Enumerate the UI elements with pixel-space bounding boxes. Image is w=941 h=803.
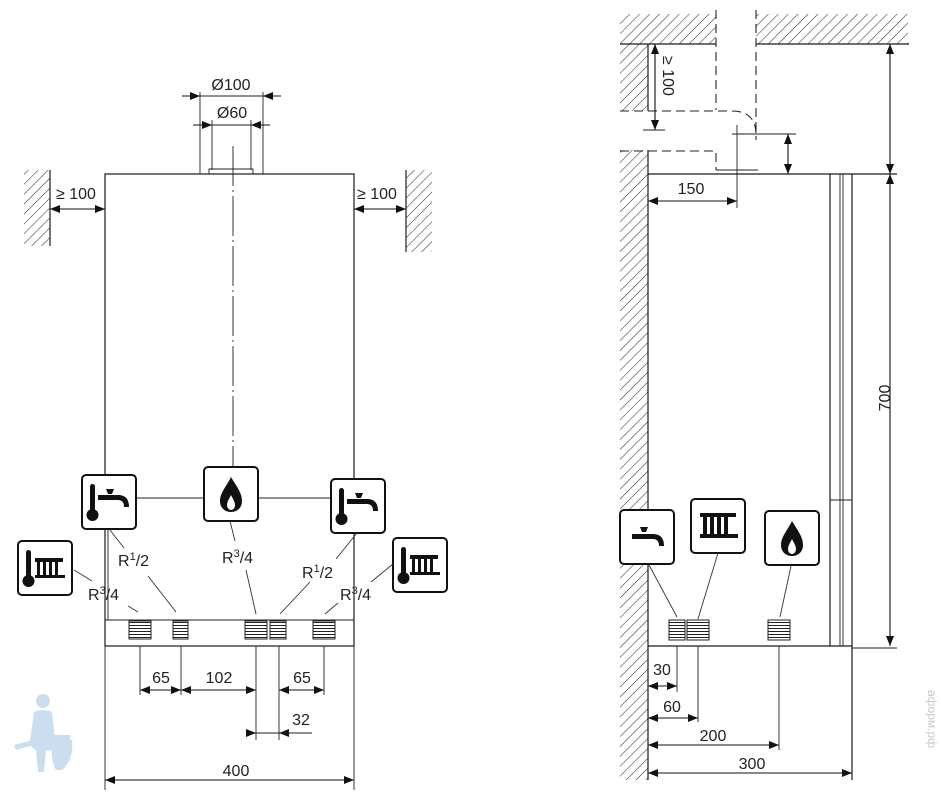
height-label: 700 — [877, 385, 894, 412]
side-view: ≥ 100 150 700 — [619, 10, 909, 780]
leader-line — [109, 529, 125, 549]
pipe-connector — [767, 619, 791, 641]
thread-label: R3/4 — [222, 548, 253, 567]
leader-line — [245, 569, 257, 615]
leader-line — [648, 564, 678, 618]
pipe-connector — [128, 620, 152, 640]
tap-icon — [619, 509, 675, 565]
thread-label: R1/2 — [118, 551, 149, 570]
ceiling-hatch-right — [756, 14, 908, 44]
pipe-connector — [668, 619, 686, 641]
gas-flame-icon — [764, 510, 820, 566]
right-wall-hatch — [406, 170, 432, 252]
hot-water-tap-icon — [330, 478, 386, 534]
ceiling-clearance-label: ≥ 100 — [659, 56, 676, 96]
flue-outer-diameter-label: Ø100 — [211, 77, 250, 94]
flue-elbow-dashed — [620, 110, 757, 136]
wall-main-hatch — [620, 150, 648, 780]
dim-300-label: 300 — [739, 756, 766, 773]
dim-30-label: 30 — [653, 662, 671, 679]
radiator-icon — [690, 498, 746, 554]
thread-label: R1/2 — [302, 563, 333, 582]
pipe-connector — [686, 619, 710, 641]
pipe-connector — [269, 620, 287, 640]
leader-line — [73, 569, 93, 582]
leader-line — [697, 552, 719, 620]
leader-line — [147, 575, 177, 613]
dim-60-label: 60 — [663, 699, 681, 716]
leader-line — [127, 605, 139, 613]
flue-collar — [208, 168, 254, 174]
boiler-front-body — [104, 173, 355, 647]
leader-line — [324, 602, 339, 615]
pipe-connector — [312, 620, 336, 640]
dim-102-label: 102 — [206, 670, 233, 687]
pipe-connector — [244, 620, 268, 640]
flue-inner-diameter-label: Ø60 — [217, 105, 247, 122]
thread-label: R3/4 — [340, 585, 371, 604]
wall-upper-hatch — [620, 44, 648, 111]
hot-water-tap-icon — [81, 474, 137, 530]
leader-line — [779, 565, 792, 618]
flue-offset-label: 150 — [678, 181, 705, 198]
watermark-text: аформ.рф — [925, 690, 939, 748]
pipe-connector — [172, 620, 189, 640]
leader-line — [229, 520, 236, 542]
dim-32-label: 32 — [292, 712, 310, 729]
radiator-thermometer-icon — [17, 540, 73, 596]
gas-flame-icon — [203, 466, 259, 522]
front-view: Ø100 Ø60 ≥ 100 ≥ 100 — [17, 77, 448, 790]
leader-line — [370, 563, 394, 583]
leader-line — [279, 581, 311, 615]
dim-65-left-label: 65 — [152, 670, 170, 687]
flue-horizontal-dashed — [620, 150, 717, 170]
left-clearance-label: ≥ 100 — [56, 186, 96, 203]
right-clearance-label: ≥ 100 — [357, 186, 397, 203]
left-wall-hatch — [24, 170, 50, 246]
ceiling-hatch-left — [620, 14, 716, 44]
leader-line — [335, 532, 358, 560]
plumber-watermark-icon — [14, 694, 73, 772]
dim-200-label: 200 — [700, 728, 727, 745]
dim-400-label: 400 — [223, 763, 250, 780]
thread-label: R3/4 — [88, 585, 119, 604]
dim-65-right-label: 65 — [293, 670, 311, 687]
radiator-thermometer-icon — [392, 537, 448, 593]
